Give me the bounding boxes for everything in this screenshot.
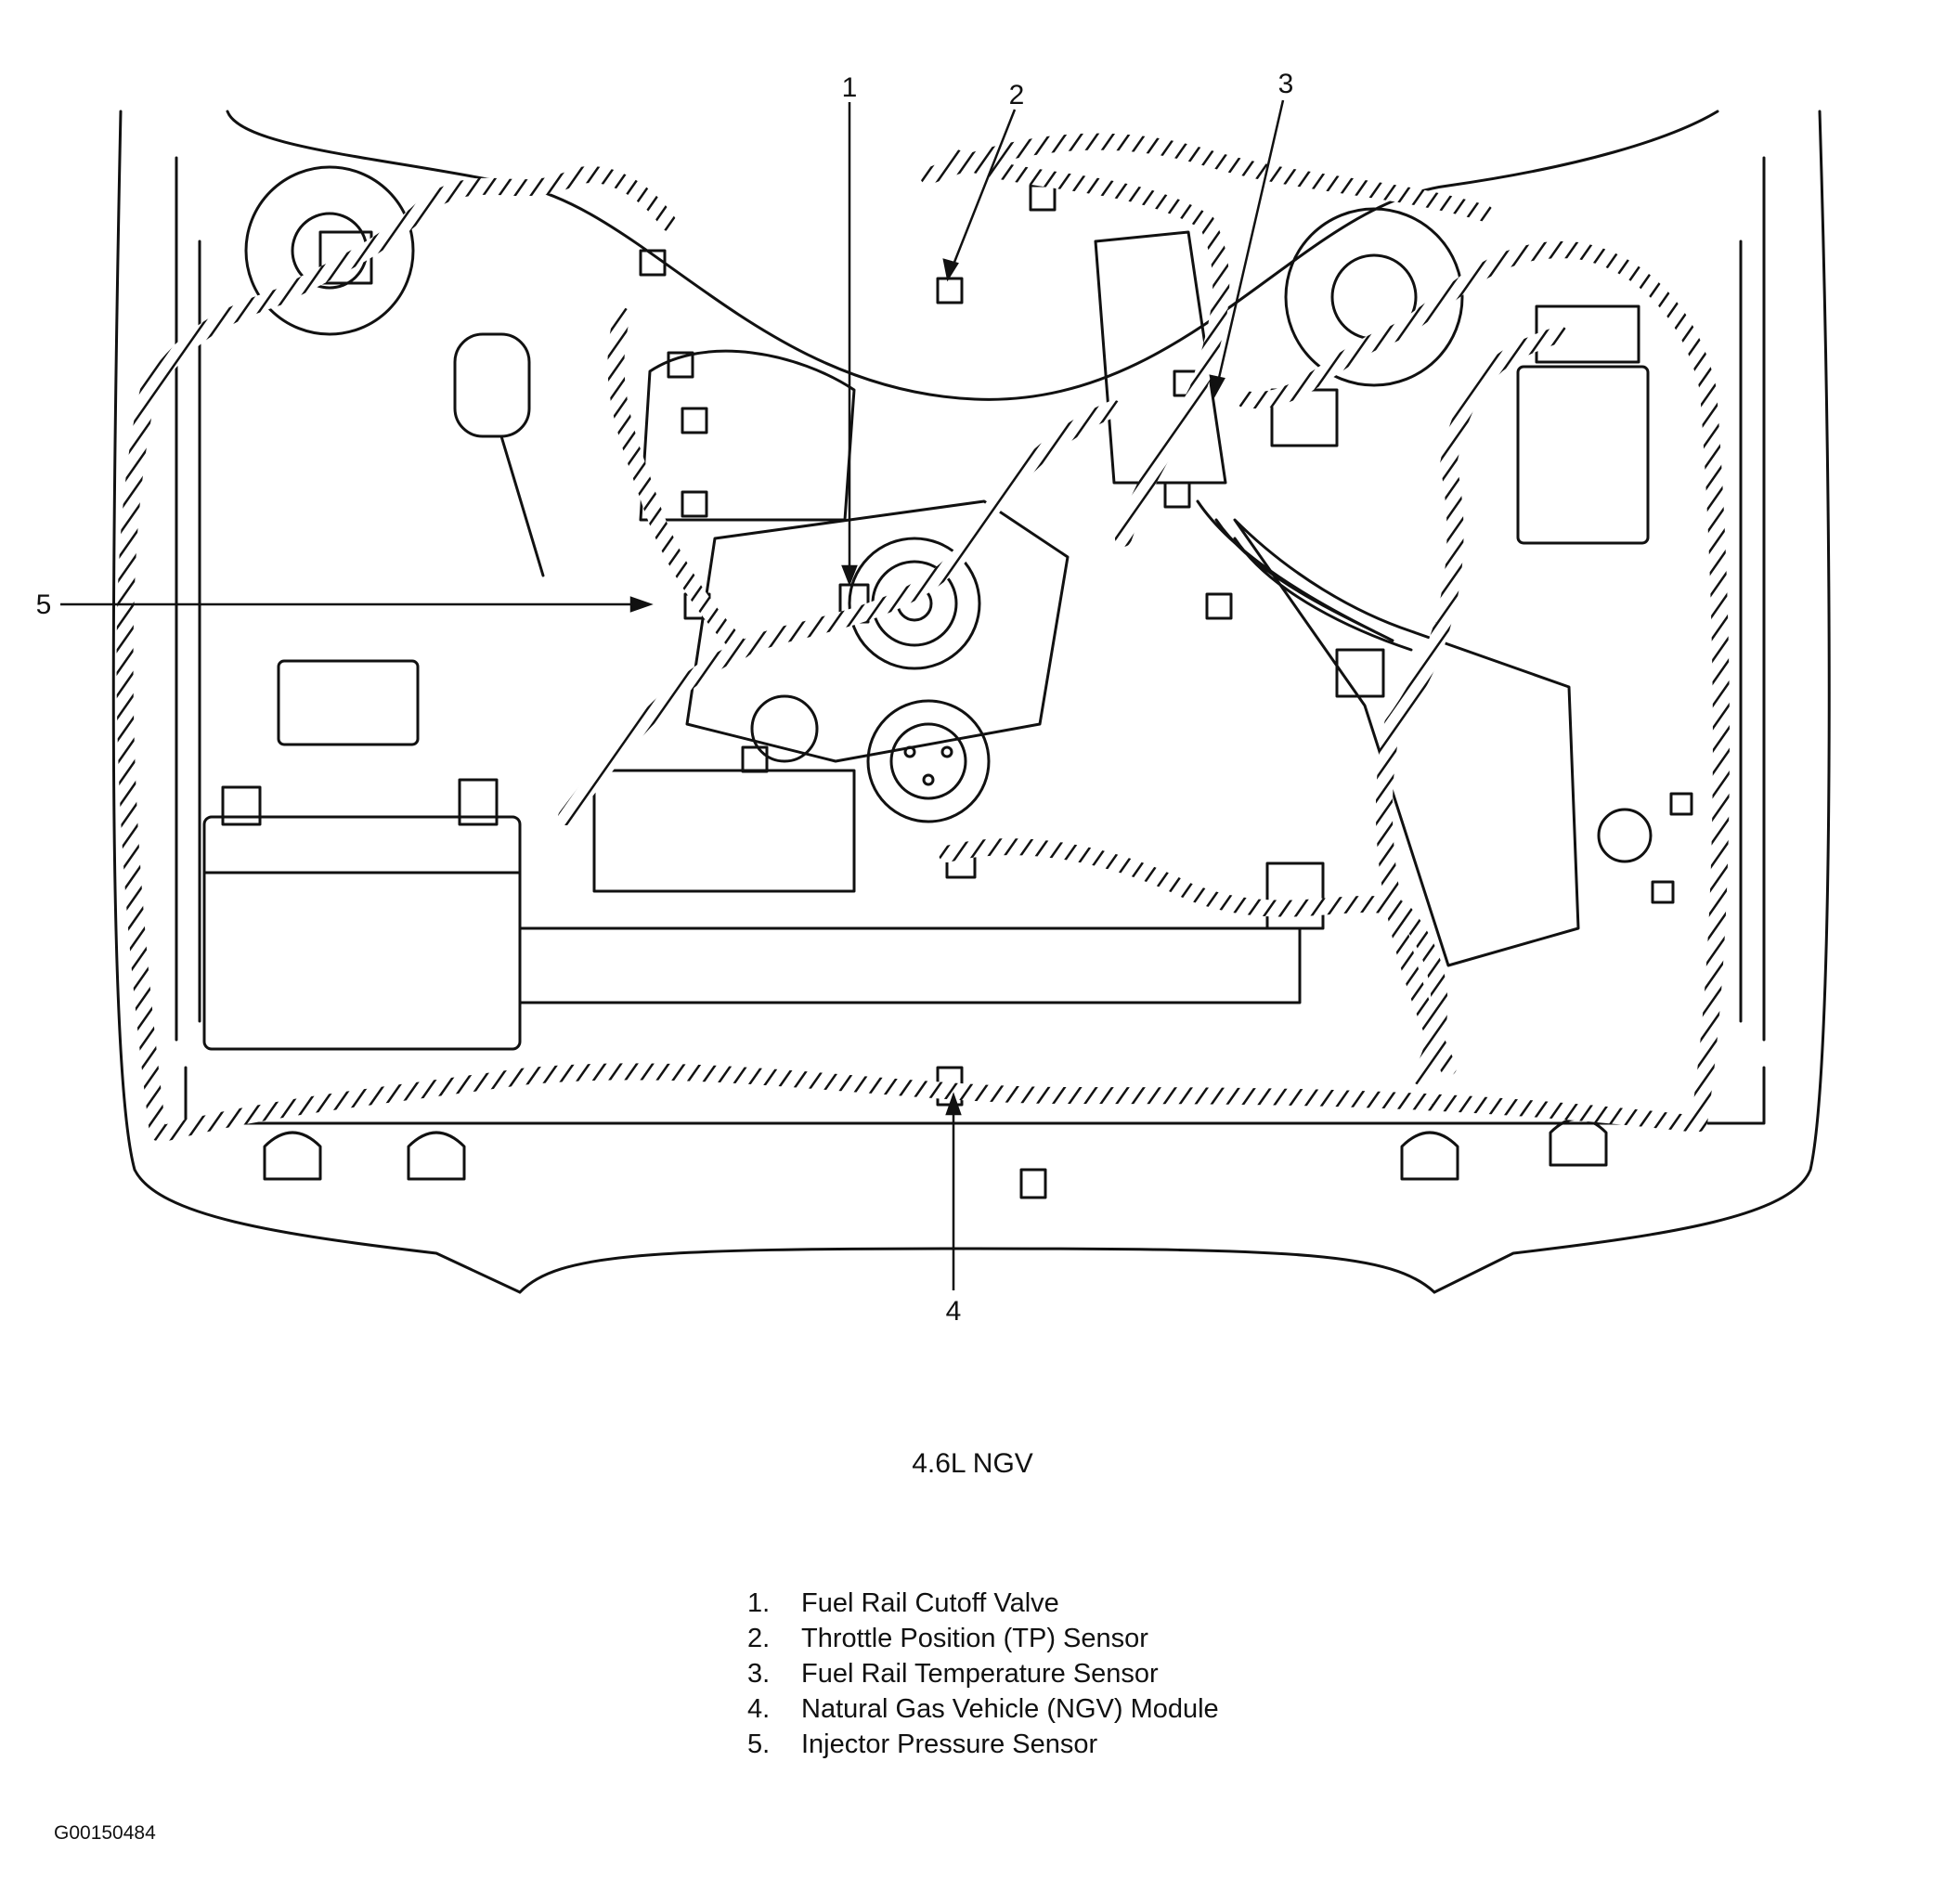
callout-3: 3 xyxy=(1278,69,1294,99)
intake-bellows xyxy=(1196,499,1413,652)
callout-2: 2 xyxy=(1009,80,1025,110)
radiator-support xyxy=(184,1066,1766,1125)
harness-top xyxy=(920,133,1494,222)
legend-item: 4. Natural Gas Vehicle (NGV) Module xyxy=(747,1691,1219,1727)
fuel-filter xyxy=(453,332,531,438)
legend-item: 3. Fuel Rail Temperature Sensor xyxy=(747,1656,1219,1691)
legend-number: 2. xyxy=(747,1624,771,1653)
legend-number: 4. xyxy=(747,1694,771,1724)
harness-engine xyxy=(558,400,1122,825)
headlamp-socket xyxy=(1549,1117,1608,1167)
legend-number: 3. xyxy=(747,1659,771,1689)
leader-line-2 xyxy=(948,109,1017,275)
harness-injectors-left xyxy=(607,307,751,658)
headlamp-socket xyxy=(407,1131,466,1181)
legend-label: Throttle Position (TP) Sensor xyxy=(801,1624,1148,1653)
battery xyxy=(202,815,522,1051)
leader-line-3 xyxy=(1214,99,1285,391)
legend-number: 5. xyxy=(747,1729,771,1759)
hood-outline xyxy=(1433,110,1831,1294)
relay-box xyxy=(277,659,420,746)
legend-label: Fuel Rail Temperature Sensor xyxy=(801,1659,1159,1689)
legend-label: Injector Pressure Sensor xyxy=(801,1729,1098,1759)
legend-number: 1. xyxy=(747,1588,771,1618)
callout-1: 1 xyxy=(842,72,858,103)
harness-injectors-right xyxy=(948,149,1230,547)
legend-label: Natural Gas Vehicle (NGV) Module xyxy=(801,1694,1219,1724)
intake-manifold xyxy=(685,499,1070,763)
legend-item: 1. Fuel Rail Cutoff Valve xyxy=(747,1586,1219,1621)
harness-right-inner xyxy=(1375,326,1568,1076)
legend-label: Fuel Rail Cutoff Valve xyxy=(801,1588,1059,1618)
figure-id: G00150484 xyxy=(54,1822,156,1844)
harness-right-main xyxy=(1236,241,1730,1132)
idler-pulley xyxy=(750,694,819,763)
strut-tower-left xyxy=(244,165,415,336)
harness-left-main xyxy=(116,166,677,1141)
engine-compartment-drawing: 1 2 3 4 5 xyxy=(36,69,1831,1327)
engine-label: 4.6L NGV xyxy=(912,1448,1033,1479)
fender-left xyxy=(175,156,201,1042)
horn xyxy=(1597,808,1653,863)
alternator xyxy=(848,537,981,670)
strut-tower-right xyxy=(1284,207,1464,387)
callout-5: 5 xyxy=(36,589,52,620)
callout-4: 4 xyxy=(946,1296,962,1327)
headlamp-socket xyxy=(1400,1131,1459,1181)
relay-box xyxy=(1516,365,1650,545)
hood-outline xyxy=(111,110,522,1294)
front-bumper-line xyxy=(518,1247,1436,1294)
legend-item: 5. Injector Pressure Sensor xyxy=(747,1727,1219,1762)
legend: 1. Fuel Rail Cutoff Valve 2. Throttle Po… xyxy=(747,1586,1219,1762)
engine-front-cover xyxy=(592,769,856,893)
valve-cover-left xyxy=(639,349,856,522)
headlamp-socket xyxy=(263,1131,322,1181)
fender-right xyxy=(1739,156,1766,1042)
harness-radiator xyxy=(939,838,1448,1085)
cowl-line xyxy=(226,110,1719,401)
legend-item: 2. Throttle Position (TP) Sensor xyxy=(747,1621,1219,1656)
harness-front xyxy=(159,1063,1698,1141)
crank-pulley xyxy=(866,699,991,823)
intake-duct xyxy=(1233,518,1580,967)
